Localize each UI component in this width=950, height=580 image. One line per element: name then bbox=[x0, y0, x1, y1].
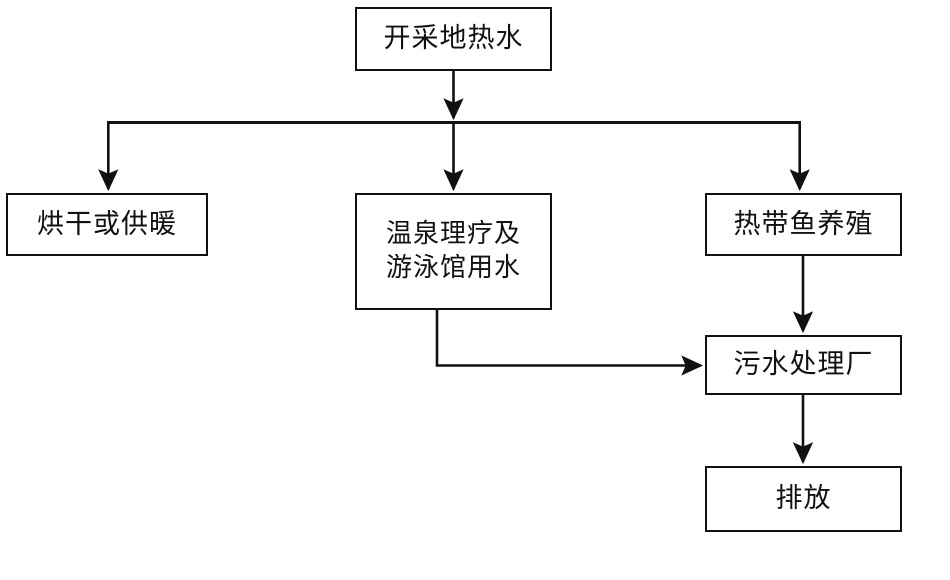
node-hotspring-pool-label: 温泉理疗及 游泳馆用水 bbox=[385, 219, 521, 283]
node-hotspring-pool: 温泉理疗及 游泳馆用水 bbox=[355, 193, 552, 310]
edge-hotspring-pool-to-sewage-plant bbox=[435, 310, 704, 376]
node-sewage-plant-label: 污水处理厂 bbox=[733, 349, 874, 381]
node-discharge-label: 排放 bbox=[775, 483, 832, 515]
node-drying-heating: 烘干或供暖 bbox=[6, 193, 208, 256]
node-sewage-plant: 污水处理厂 bbox=[705, 335, 902, 395]
node-source: 开采地热水 bbox=[355, 7, 552, 71]
node-discharge: 排放 bbox=[705, 466, 902, 532]
node-fish-farming-label: 热带鱼养殖 bbox=[733, 208, 874, 240]
node-drying-heating-label: 烘干或供暖 bbox=[37, 208, 177, 240]
node-source-label: 开采地热水 bbox=[383, 23, 524, 55]
node-fish-farming: 热带鱼养殖 bbox=[705, 193, 902, 256]
